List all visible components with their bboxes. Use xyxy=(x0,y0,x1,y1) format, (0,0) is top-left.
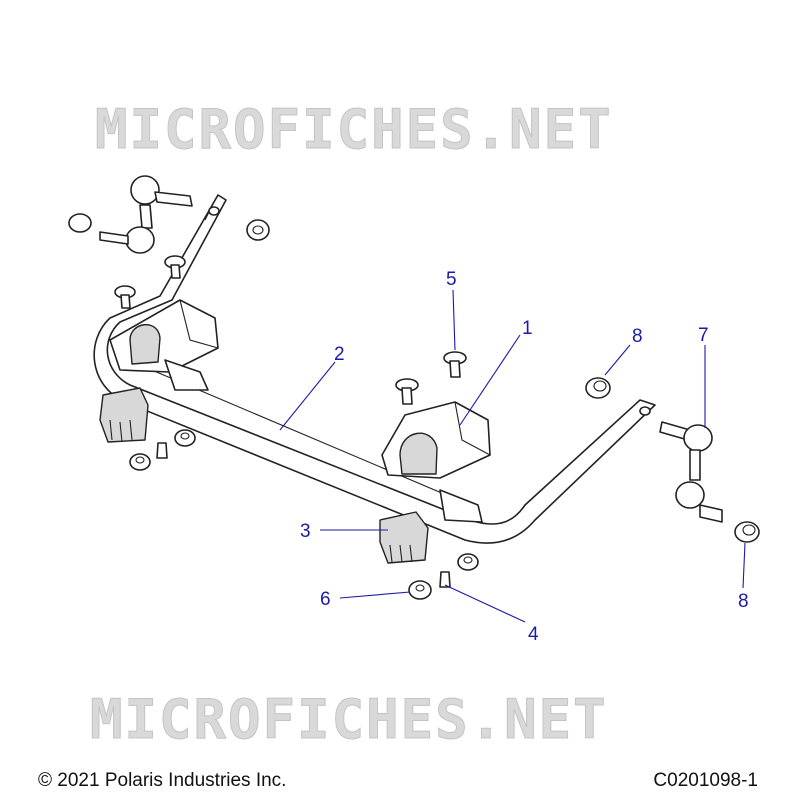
nut-left-2 xyxy=(129,453,151,471)
fitting-center xyxy=(439,571,451,588)
bushing-center xyxy=(379,511,429,564)
bushing-clamp-left xyxy=(109,299,219,373)
flange-nut-2 xyxy=(734,521,760,543)
bolt-center-2 xyxy=(395,378,419,405)
diagram-code: C0201098-1 xyxy=(653,770,758,791)
bushing-clamp-center xyxy=(381,401,491,479)
bushing-left xyxy=(99,387,149,443)
watermark-bottom: MICROFICHES.NET xyxy=(90,688,608,751)
callout-7: 7 xyxy=(698,325,709,346)
callout-8-bottom: 8 xyxy=(738,591,749,612)
link-right xyxy=(659,421,723,523)
nut-center-2 xyxy=(408,580,432,600)
bolt-top-left-2 xyxy=(164,255,186,279)
bracket-center xyxy=(439,489,483,523)
nut-left-1 xyxy=(174,429,196,447)
callout-3: 3 xyxy=(300,521,311,542)
nut-center-1 xyxy=(457,553,479,571)
callout-4: 4 xyxy=(528,624,539,645)
callout-8-top: 8 xyxy=(632,326,643,347)
flange-nut-1 xyxy=(585,377,611,399)
leader-lines xyxy=(279,289,746,623)
watermark-top: MICROFICHES.NET xyxy=(95,98,613,161)
link-top-left xyxy=(68,175,270,254)
bolt-top-left-1 xyxy=(114,285,136,309)
callout-6: 6 xyxy=(320,589,331,610)
copyright-text: © 2021 Polaris Industries Inc. xyxy=(38,770,287,791)
callout-1: 1 xyxy=(522,318,533,339)
bolt-center-1 xyxy=(443,351,467,378)
callout-5: 5 xyxy=(446,269,457,290)
bracket-left xyxy=(164,359,209,391)
fitting-left xyxy=(156,442,168,459)
callout-2: 2 xyxy=(334,344,345,365)
